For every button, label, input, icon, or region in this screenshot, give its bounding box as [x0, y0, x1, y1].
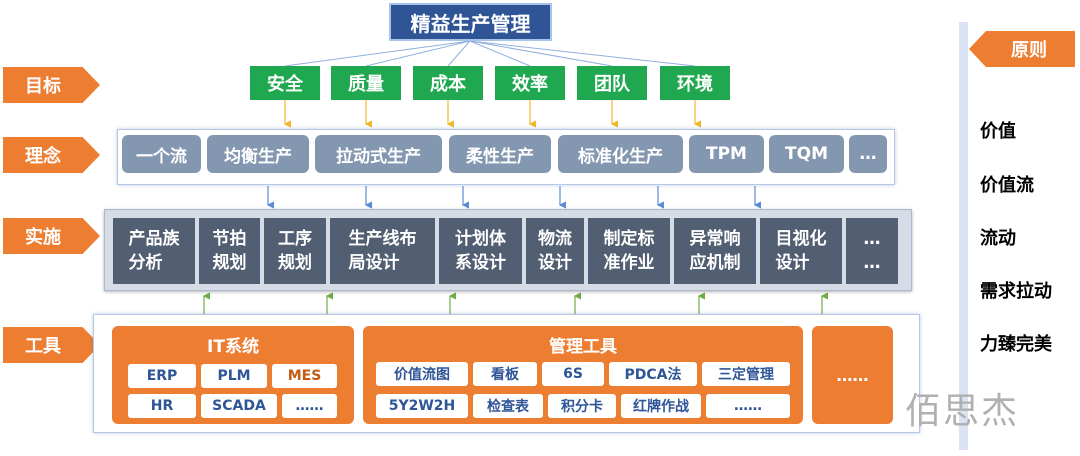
- goal-quality: 质量: [331, 66, 401, 100]
- principle-value: 价值: [980, 121, 1016, 142]
- impl-line-layout-design: 生产线布 局设计: [330, 218, 435, 284]
- concept-one-piece-flow: 一个流: [122, 135, 201, 173]
- row-label-concepts: 理念: [3, 137, 100, 173]
- tool-hr: HR: [128, 394, 196, 418]
- row-label-goals: 目标: [3, 67, 100, 103]
- tool-5y2w2h: 5Y2W2H: [376, 394, 468, 418]
- goal-team: 团队: [577, 66, 647, 100]
- diagram-title: 精益生产管理: [389, 3, 552, 41]
- goal-environment: 环境: [660, 66, 730, 100]
- concept-tqm: TQM: [769, 135, 844, 173]
- title-to-goal-lines: [284, 40, 696, 67]
- principle-perfection: 力臻完美: [980, 334, 1052, 355]
- concept-flexible-production: 柔性生产: [449, 135, 551, 173]
- impl-more: … …: [846, 218, 898, 284]
- row-label-tools: 工具: [3, 327, 100, 363]
- tool-erp: ERP: [128, 364, 196, 388]
- impl-logistics-design: 物流 设计: [526, 218, 584, 284]
- management-tools-title: 管理工具: [549, 336, 617, 357]
- tool-three-fix-management: 三定管理: [702, 362, 790, 386]
- goal-efficiency: 效率: [495, 66, 565, 100]
- concept-tpm: TPM: [689, 135, 764, 173]
- tool-kanban: 看板: [473, 362, 537, 386]
- goal-to-concept-arrows: [283, 100, 701, 128]
- tool-checklist: 检查表: [473, 394, 543, 418]
- tool-more-management: ……: [706, 394, 790, 418]
- tool-pdca: PDCA法: [609, 362, 697, 386]
- impl-takt-planning: 节拍 规划: [199, 218, 260, 284]
- concept-more: …: [849, 135, 887, 173]
- goal-cost: 成本: [413, 66, 483, 100]
- concept-to-impl-arrows: [266, 186, 761, 209]
- tool-mes: MES: [272, 364, 337, 388]
- concept-standardized-production: 标准化生产: [558, 135, 683, 173]
- impl-planning-system-design: 计划体 系设计: [439, 218, 522, 284]
- other-tools-group: ……: [812, 326, 893, 424]
- principle-value-stream: 价值流: [980, 175, 1034, 196]
- goal-safety: 安全: [250, 66, 320, 100]
- principles-bar: [959, 22, 968, 450]
- impl-process-planning: 工序 规划: [264, 218, 326, 284]
- tool-more-it: ……: [282, 394, 337, 418]
- impl-product-family-analysis: 产品族 分析: [113, 218, 195, 284]
- tool-red-tag: 红牌作战: [621, 394, 701, 418]
- tool-plm: PLM: [201, 364, 267, 388]
- impl-visual-management-design: 目视化 设计: [760, 218, 842, 284]
- principles-label: 原则: [969, 31, 1075, 67]
- concept-pull-production: 拉动式生产: [315, 135, 442, 173]
- watermark: 佰思杰: [905, 391, 1020, 432]
- tool-value-stream-map: 价值流图: [376, 362, 468, 386]
- tool-6s: 6S: [542, 362, 604, 386]
- impl-standard-work: 制定标 准作业: [588, 218, 670, 284]
- principle-flow: 流动: [980, 228, 1016, 249]
- row-label-implementation: 实施: [3, 218, 100, 254]
- impl-exception-response: 异常响 应机制: [674, 218, 756, 284]
- it-system-title: IT系统: [207, 336, 259, 357]
- concept-level-production: 均衡生产: [207, 135, 309, 173]
- principle-pull: 需求拉动: [980, 281, 1052, 302]
- tool-scorecard: 积分卡: [548, 394, 616, 418]
- tool-scada: SCADA: [201, 394, 277, 418]
